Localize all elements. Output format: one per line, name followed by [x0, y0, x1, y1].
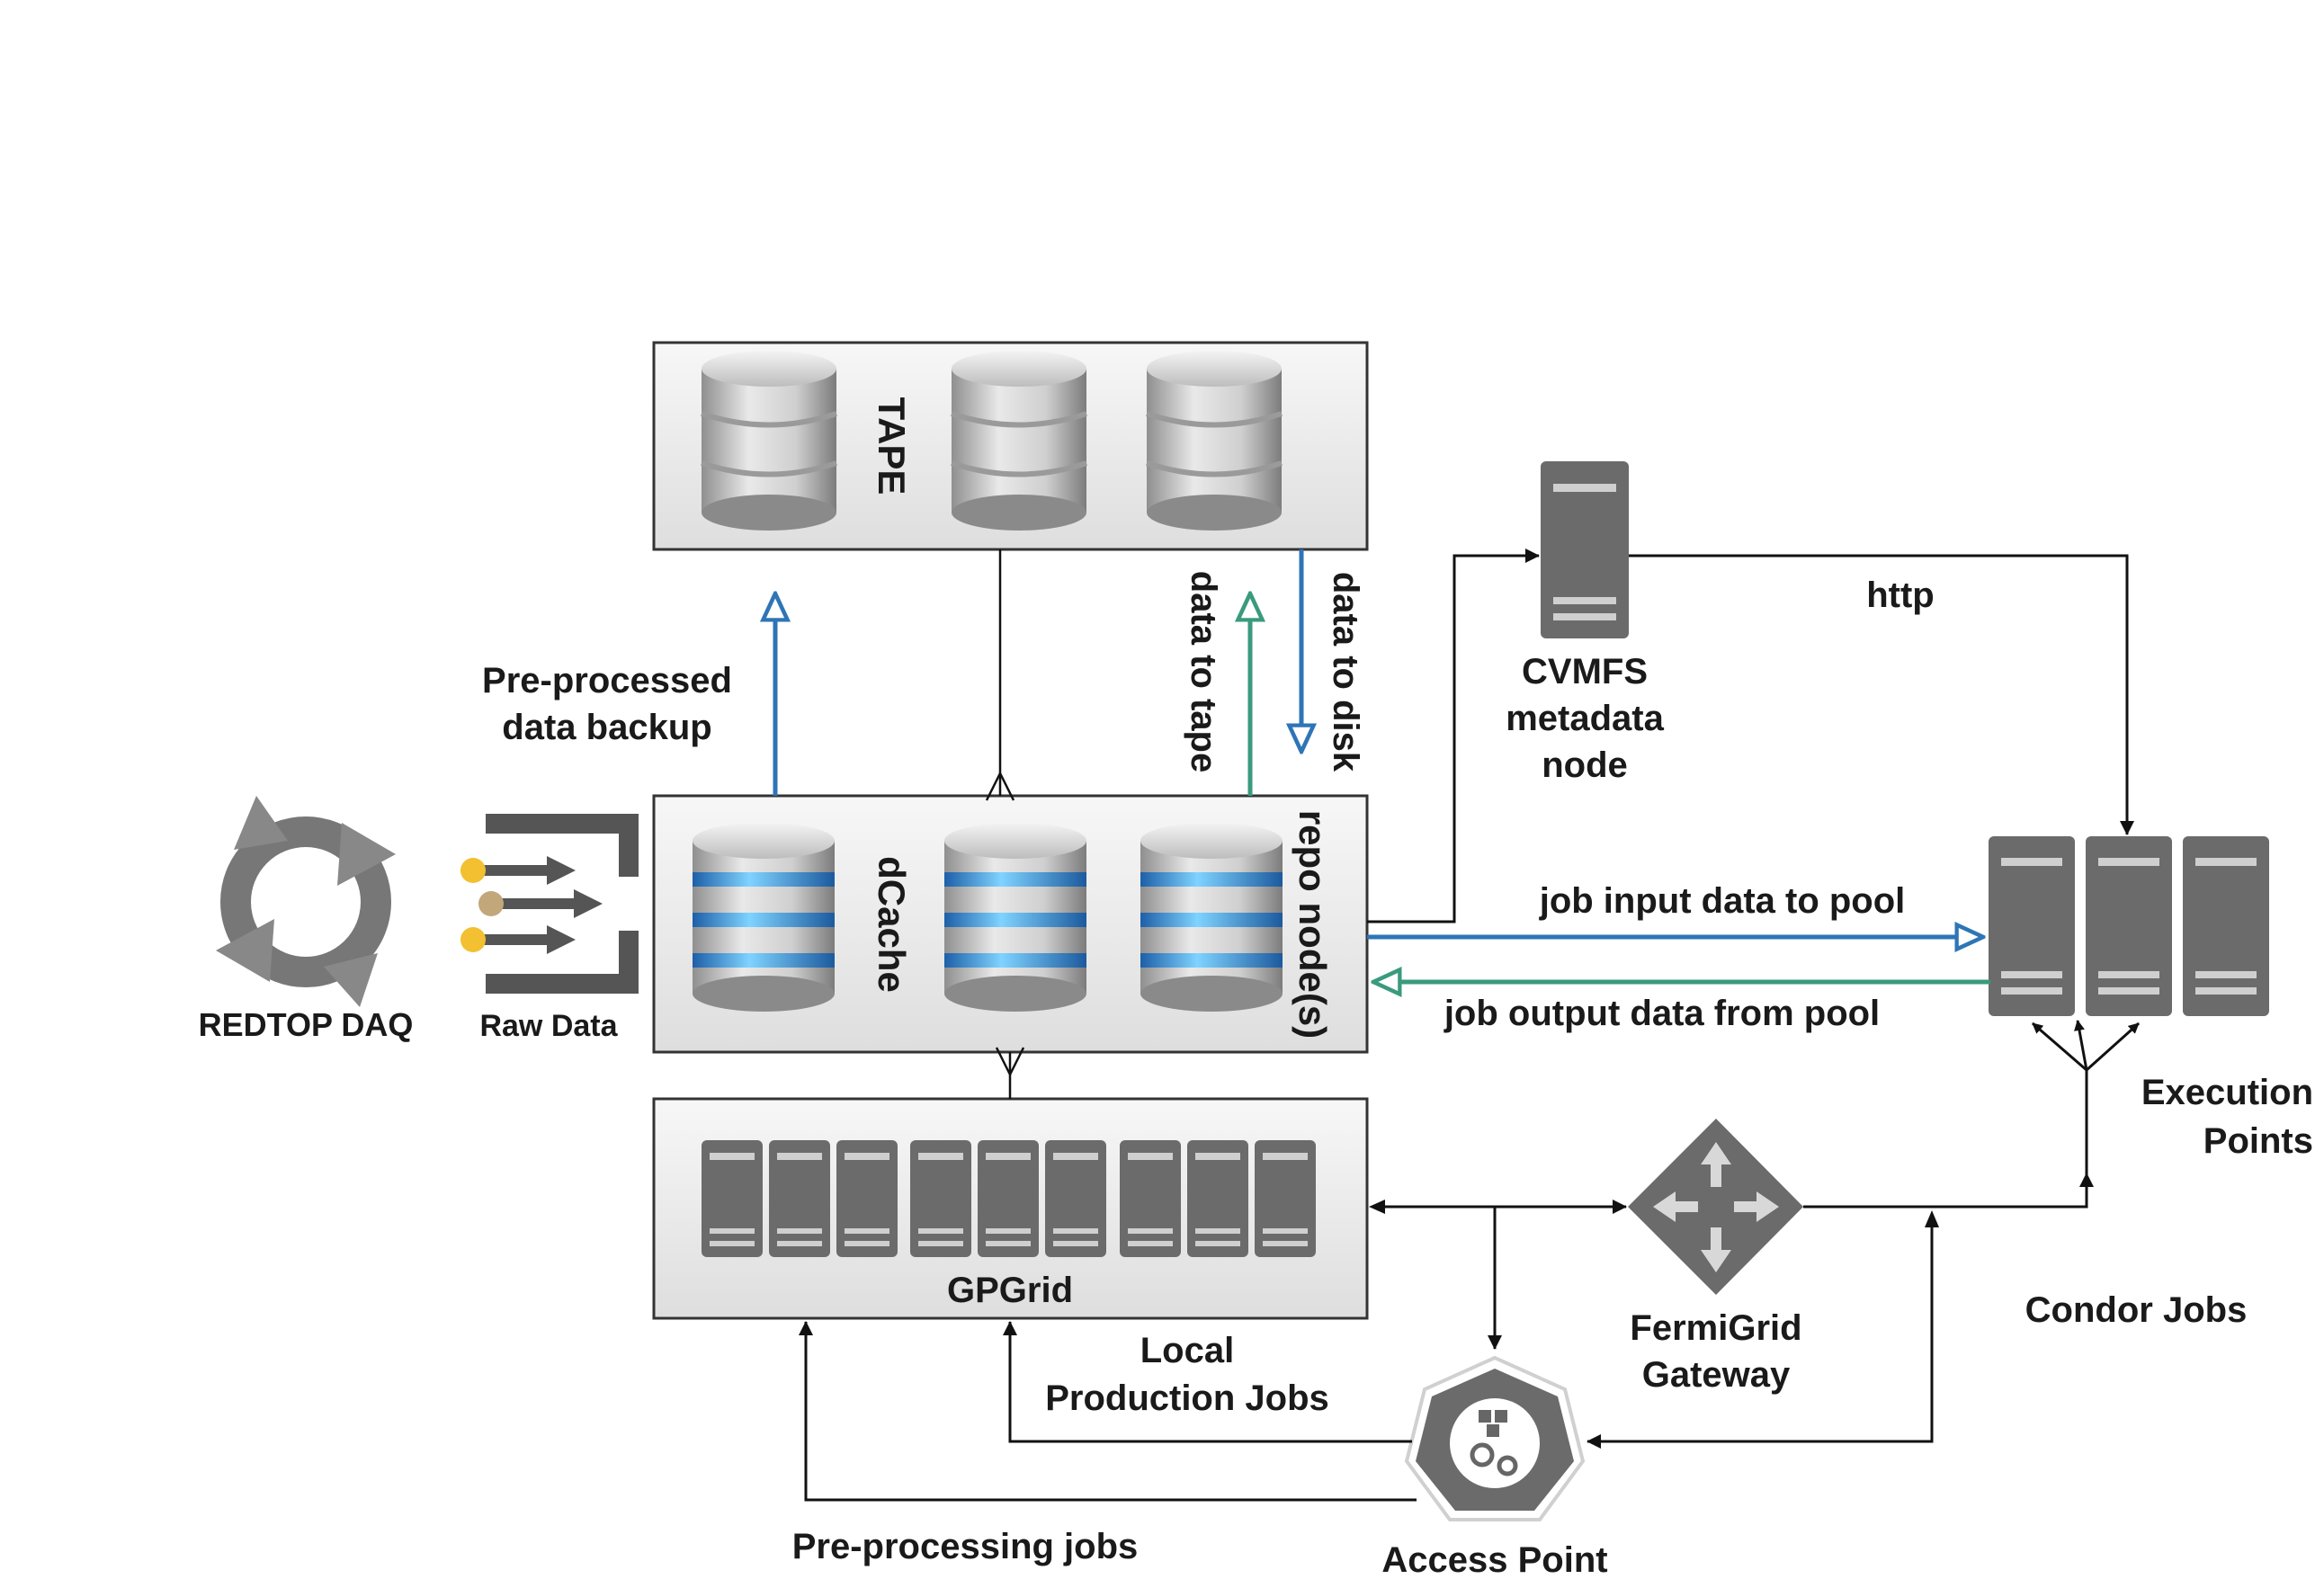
server-icon	[702, 1140, 763, 1257]
tape-box: TAPE	[652, 341, 1369, 551]
server-icon	[769, 1140, 830, 1257]
tape-disk-icon	[952, 351, 1086, 531]
redtop-daq-label: REDTOP DAQ	[199, 1006, 414, 1043]
server-icon	[1255, 1140, 1316, 1257]
tape-disk-icon	[702, 351, 836, 531]
dcache-label: dCache	[871, 856, 913, 993]
execution-points: Execution Points	[1989, 836, 2313, 1161]
dcache-disk-icon	[1140, 823, 1283, 1012]
local-production-label-2: Production Jobs	[1045, 1378, 1329, 1418]
server-icon	[2086, 836, 2172, 1016]
local-production-label-1: Local	[1140, 1331, 1234, 1370]
cycle-icon	[216, 796, 396, 1007]
router-icon	[1628, 1119, 1803, 1295]
access-to-condor-arrowhead	[1925, 1210, 1939, 1227]
local-production-arrow	[1003, 1321, 1412, 1443]
server-icon	[910, 1140, 971, 1257]
gpgrid-left-arrowhead	[1369, 1200, 1385, 1214]
preprocessing-arrow	[799, 1321, 1417, 1502]
server-icon	[1045, 1140, 1106, 1257]
cvmfs-label-1: CVMFS	[1522, 652, 1648, 691]
gpgrid-box: GPGrid	[652, 1097, 1369, 1320]
tape-label: TAPE	[871, 397, 913, 495]
data-to-tape-label: data to tape	[1184, 571, 1223, 772]
server-icon	[2183, 836, 2269, 1016]
dcache-disk-icon	[944, 823, 1086, 1012]
data-to-disk-label: data to disk	[1326, 572, 1365, 772]
server-icon	[1541, 461, 1629, 638]
job-output-label: job output data from pool	[1444, 994, 1880, 1033]
tape-dcache-connector	[985, 549, 1015, 801]
server-icon	[1187, 1140, 1248, 1257]
fermigrid-gateway: FermiGrid Gateway	[1628, 1119, 1803, 1395]
preprocessing-label: Pre-processing jobs	[792, 1527, 1139, 1566]
preprocessed-label-2: data backup	[502, 708, 711, 747]
fermigrid-label-1: FermiGrid	[1630, 1308, 1801, 1348]
data-flow-icon	[460, 814, 639, 994]
dcache-disk-icon	[693, 823, 835, 1012]
repo-nodes-label: repo node(s)	[1292, 810, 1334, 1039]
redtop-daq: REDTOP DAQ	[199, 796, 414, 1043]
cvmfs-label-3: node	[1542, 745, 1628, 785]
execution-label-2: Points	[2203, 1121, 2313, 1161]
fermigrid-label-2: Gateway	[1642, 1355, 1791, 1395]
access-point-label: Access Point	[1381, 1540, 1607, 1580]
http-arrow	[1629, 554, 2134, 835]
fermigrid-to-execution-arrow	[1803, 1173, 2094, 1209]
execution-label-1: Execution	[2141, 1073, 2313, 1112]
raw-data-label: Raw Data	[479, 1009, 618, 1043]
server-icon	[1989, 836, 2075, 1016]
condor-jobs-label: Condor Jobs	[2025, 1290, 2248, 1330]
gpgrid-label: GPGrid	[947, 1271, 1073, 1310]
server-icon	[978, 1140, 1039, 1257]
dcache-gpgrid-connector	[995, 1047, 1025, 1099]
dcache-box: dCache repo node(s)	[652, 794, 1369, 1054]
access-point-icon	[1404, 1355, 1586, 1521]
server-icon	[836, 1140, 898, 1257]
condor-to-access-arrow	[1587, 1214, 1934, 1449]
http-label: http	[1866, 575, 1935, 615]
access-point: Access Point	[1381, 1355, 1608, 1580]
raw-data: Raw Data	[460, 814, 639, 1043]
preprocessed-label-1: Pre-processed	[482, 661, 732, 700]
tape-disk-icon	[1147, 351, 1282, 531]
server-icon	[1120, 1140, 1181, 1257]
cvmfs-node: CVMFS metadata node	[1506, 461, 1665, 785]
cvmfs-label-2: metadata	[1506, 699, 1664, 738]
dcache-to-cvmfs-arrow	[1367, 549, 1540, 923]
job-input-label: job input data to pool	[1539, 881, 1906, 921]
